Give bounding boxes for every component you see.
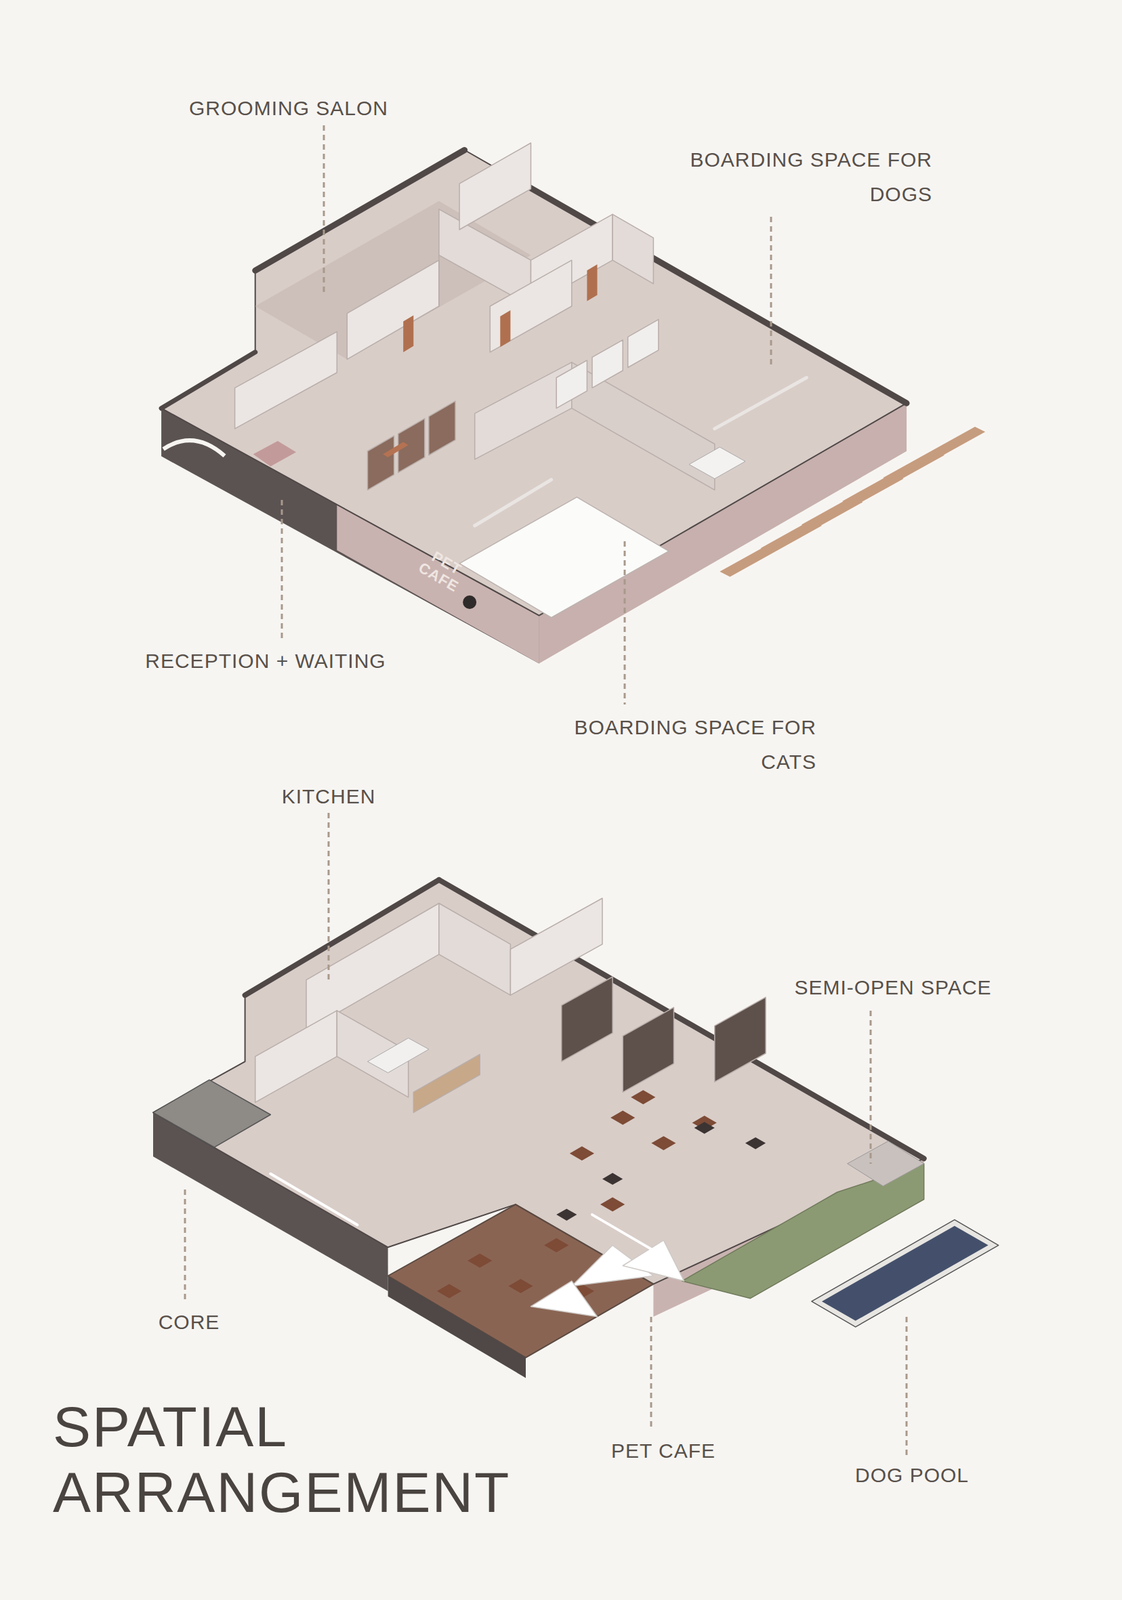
interior-wall <box>235 331 338 429</box>
leader-line <box>281 500 284 639</box>
room-floor <box>255 201 532 360</box>
door <box>586 264 597 301</box>
cat-sign-figure <box>462 595 477 610</box>
leader-line <box>770 216 773 368</box>
door <box>500 310 511 347</box>
dog-kennel <box>628 319 659 368</box>
space-label: SEMI-OPEN SPACE <box>757 970 1029 1005</box>
leader-line <box>869 1010 872 1165</box>
cafe-table <box>437 1284 462 1299</box>
dog-kennel <box>556 360 587 409</box>
cafe-counter <box>413 1054 480 1114</box>
stair <box>847 1141 925 1187</box>
pet-bed <box>745 1137 766 1150</box>
leader-line <box>327 813 330 981</box>
stair <box>689 447 746 480</box>
leader-line <box>624 541 627 705</box>
cafe-table <box>600 1197 625 1213</box>
leader-line <box>650 1317 653 1430</box>
railing <box>270 1174 358 1225</box>
dog-kennel <box>592 340 623 389</box>
core-stair <box>153 1079 271 1148</box>
cafe-table <box>544 1238 569 1253</box>
cafe-table <box>630 1090 656 1105</box>
door <box>403 315 414 353</box>
interior-wall <box>255 1010 338 1104</box>
fence <box>474 479 552 526</box>
back-wall <box>439 880 925 1159</box>
leader-line <box>905 1317 908 1456</box>
pool-water <box>821 1226 989 1322</box>
reception-desk <box>382 442 409 459</box>
cafe-table <box>610 1111 635 1126</box>
pet-bed <box>694 1122 715 1135</box>
bookshelf <box>561 977 613 1062</box>
pet-bed <box>556 1208 577 1221</box>
leader-line <box>323 125 326 297</box>
interior-wall <box>459 142 531 230</box>
bookshelf <box>622 1007 674 1093</box>
shade-sail <box>531 1281 598 1318</box>
terrace-deck <box>388 1204 654 1358</box>
cat-cage <box>367 435 395 490</box>
interior-wall <box>346 260 440 360</box>
space-label: BOARDING SPACE FOR DOGS <box>640 142 933 212</box>
space-label: KITCHEN <box>226 779 431 814</box>
space-label: DOG POOL <box>810 1458 1014 1493</box>
pet-bed <box>602 1173 623 1186</box>
bookshelf <box>714 997 766 1083</box>
cafe-table <box>467 1253 492 1268</box>
interior-wall <box>306 903 440 1032</box>
leader-line <box>184 1189 187 1303</box>
exterior-wall <box>388 1276 526 1379</box>
pool-rim <box>811 1220 999 1328</box>
interior-wall <box>438 250 440 307</box>
sofa <box>253 441 297 467</box>
interior-wall <box>510 898 603 996</box>
kitchen-counter <box>367 1037 429 1073</box>
space-label: CORE <box>121 1304 257 1340</box>
shade-sail <box>622 1240 684 1282</box>
space-label: PET CAFE <box>561 1433 765 1469</box>
interior-wall <box>489 260 572 353</box>
cafe-table <box>508 1279 533 1294</box>
interior-wall <box>612 214 654 284</box>
space-label: RECEPTION + WAITING <box>116 643 415 679</box>
cat-cage <box>428 401 456 456</box>
railing <box>592 1214 654 1251</box>
page-title: SPATIAL ARRANGEMENT <box>52 1394 568 1526</box>
interior-wall <box>439 903 511 996</box>
arch-opening <box>163 440 225 456</box>
space-label: BOARDING SPACE FOR CATS <box>525 710 817 780</box>
cafe-table <box>651 1136 676 1151</box>
cafe-table <box>569 1146 595 1161</box>
space-label: GROOMING SALON <box>153 90 425 126</box>
fence <box>714 378 807 429</box>
